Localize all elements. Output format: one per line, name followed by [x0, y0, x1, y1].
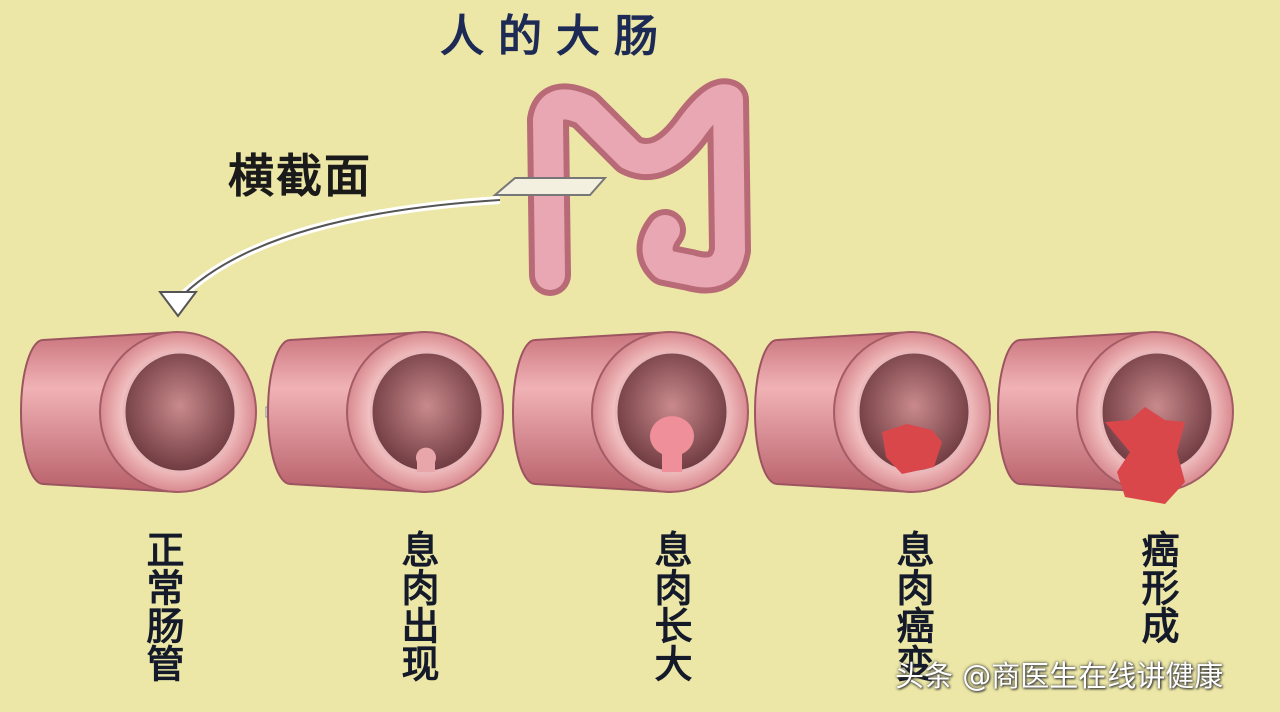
lesion	[882, 424, 942, 474]
watermark: 头条 @商医生在线讲健康	[895, 659, 1224, 693]
cross-section-label: 横截面	[228, 149, 372, 203]
stage-label: 息肉出现	[395, 530, 439, 682]
colon-cross-section	[20, 330, 257, 494]
stage-label: 息肉长大	[648, 530, 692, 682]
lesion	[416, 447, 436, 472]
colon-cross-section	[754, 330, 991, 494]
page-title: 人的大肠	[440, 11, 672, 62]
stage-label: 正常肠管	[140, 530, 184, 682]
colon-cross-section	[267, 330, 504, 494]
stage-label: 癌形成	[1135, 530, 1179, 644]
lesion	[1105, 407, 1185, 504]
cross-section-plane	[492, 177, 608, 196]
stage-label: 息肉癌变	[890, 530, 934, 682]
large-intestine-illustration	[527, 78, 751, 296]
colon-cross-section	[997, 330, 1234, 504]
lesion	[650, 416, 695, 472]
colon-cross-section	[512, 330, 749, 494]
curved-arrow-icon	[158, 196, 501, 318]
